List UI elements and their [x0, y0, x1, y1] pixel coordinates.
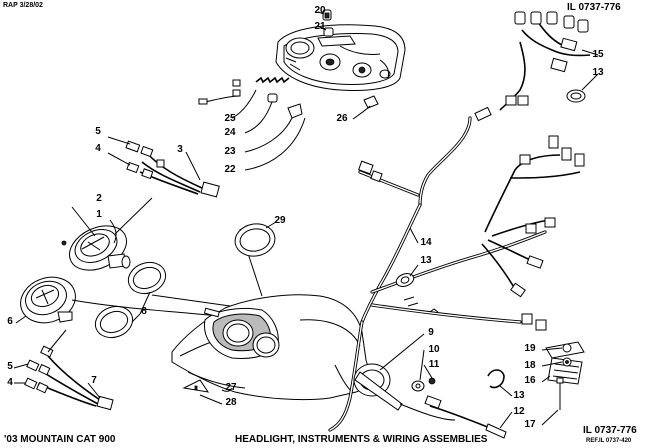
speedometer-gauge — [61, 225, 131, 271]
callout-22: 22 — [224, 164, 236, 175]
dash-panel — [171, 294, 369, 401]
callout-17: 17 — [524, 419, 536, 430]
callout-18: 18 — [524, 360, 536, 371]
callout-13-middle: 13 — [420, 255, 432, 266]
callout-21: 21 — [314, 21, 326, 32]
switch-assembly — [353, 363, 456, 421]
headlight-assembly — [275, 9, 406, 91]
illustration-number-top: IL 0737-776 — [567, 2, 621, 13]
reference-number: REF.IL 0737-420 — [586, 438, 632, 444]
callout-13-lower: 13 — [513, 390, 525, 401]
callout-9: 9 — [428, 327, 434, 338]
callout-26: 26 — [336, 113, 348, 124]
model-name: '03 MOUNTAIN CAT 900 — [4, 434, 116, 445]
callout-5-lower: 5 — [7, 361, 13, 372]
callout-16: 16 — [524, 375, 536, 386]
callout-6: 6 — [7, 316, 13, 327]
callout-29: 29 — [274, 215, 286, 226]
callout-27: 27 — [225, 382, 237, 393]
main-wiring-harness — [328, 106, 585, 432]
callout-25: 25 — [224, 113, 236, 124]
callout-2: 2 — [96, 193, 102, 204]
callout-1: 1 — [96, 209, 102, 220]
callout-8: 8 — [141, 306, 147, 317]
illustration-number-bottom: IL 0737-776 — [583, 425, 637, 436]
callout-11: 11 — [428, 359, 440, 370]
callout-4-lower: 4 — [7, 377, 13, 388]
diagram-title: HEADLIGHT, INSTRUMENTS & WIRING ASSEMBLI… — [235, 434, 488, 445]
callout-28: 28 — [225, 397, 237, 408]
callout-4-upper: 4 — [95, 143, 101, 154]
callout-15: 15 — [592, 49, 604, 60]
callout-13-top: 13 — [592, 67, 604, 78]
callout-23: 23 — [224, 146, 236, 157]
callout-3: 3 — [177, 144, 183, 155]
tachometer-gauge — [20, 276, 76, 324]
harness-7 — [24, 345, 114, 411]
date-code: RAP 3/28/02 — [3, 2, 43, 9]
callout-7: 7 — [91, 375, 97, 386]
callout-14: 14 — [420, 237, 432, 248]
callout-5-upper: 5 — [95, 126, 101, 137]
callout-24: 24 — [224, 127, 236, 138]
callout-19: 19 — [524, 343, 536, 354]
callout-20: 20 — [314, 5, 326, 16]
callout-10: 10 — [428, 344, 440, 355]
harness-15 — [499, 11, 591, 111]
callout-12: 12 — [513, 406, 525, 417]
